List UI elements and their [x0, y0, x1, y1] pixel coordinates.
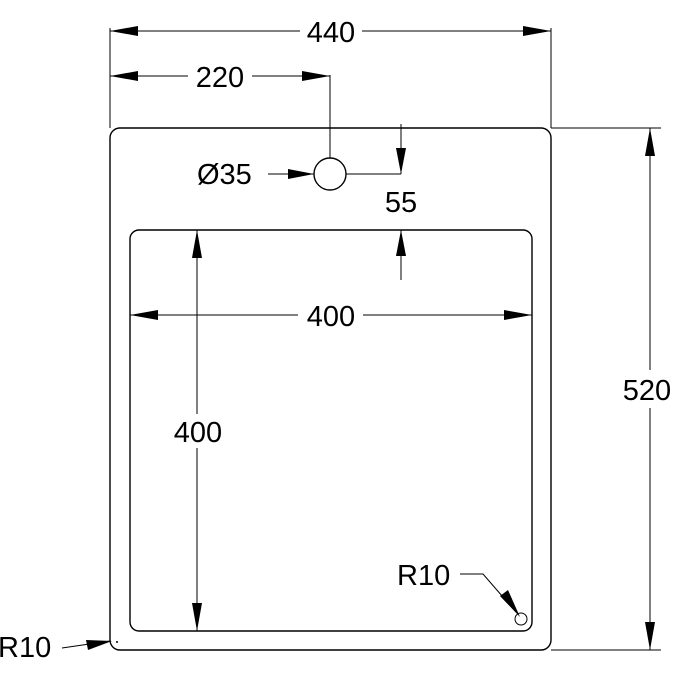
- label-hole-to-basin: 55: [385, 187, 417, 219]
- outer-outline: [109, 127, 552, 651]
- tap-hole: [313, 157, 347, 191]
- label-overall-height: 520: [623, 375, 671, 407]
- label-hole-diameter: Ø35: [197, 159, 252, 191]
- dim-hole-offset: 220: [110, 62, 331, 158]
- label-outer-radius: R10: [0, 632, 51, 664]
- label-basin-width: 400: [307, 301, 355, 333]
- dim-inner-radius: R10: [397, 560, 528, 626]
- label-hole-offset: 220: [196, 62, 244, 94]
- label-basin-height: 400: [174, 417, 222, 449]
- dim-overall-width: 440: [109, 17, 552, 128]
- dim-basin-height: 400: [174, 230, 222, 631]
- dim-outer-radius: R10: [0, 632, 118, 664]
- dim-basin-width: 400: [130, 301, 532, 333]
- dim-overall-height: 520: [551, 127, 671, 651]
- inner-basin-outline: [129, 229, 533, 632]
- dim-hole-diameter: Ø35: [197, 159, 314, 191]
- label-overall-width: 440: [307, 17, 355, 49]
- label-inner-radius: R10: [397, 560, 450, 592]
- dim-hole-to-basin: 55: [346, 124, 417, 280]
